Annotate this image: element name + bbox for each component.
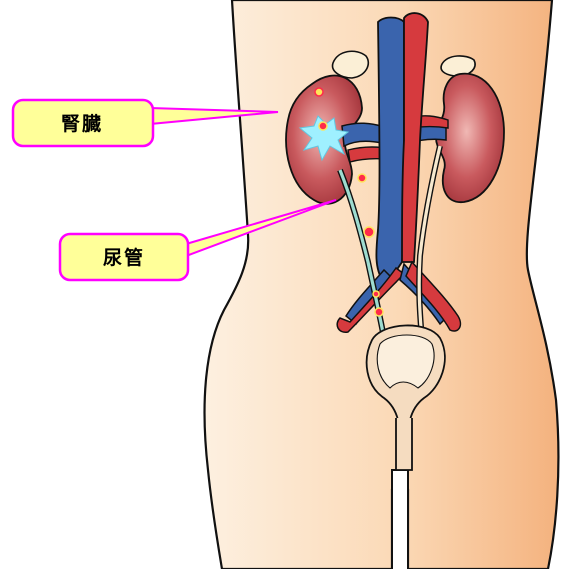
adrenal-gland-left bbox=[333, 51, 369, 78]
adrenal-gland-right bbox=[441, 56, 475, 76]
callout-kidney-label: 腎臓 bbox=[61, 113, 103, 135]
vena-cava bbox=[376, 18, 404, 283]
urethra bbox=[396, 418, 412, 470]
leg-gap bbox=[392, 470, 408, 569]
callout-ureter-label: 尿管 bbox=[103, 246, 145, 269]
bladder-inner bbox=[377, 335, 434, 388]
